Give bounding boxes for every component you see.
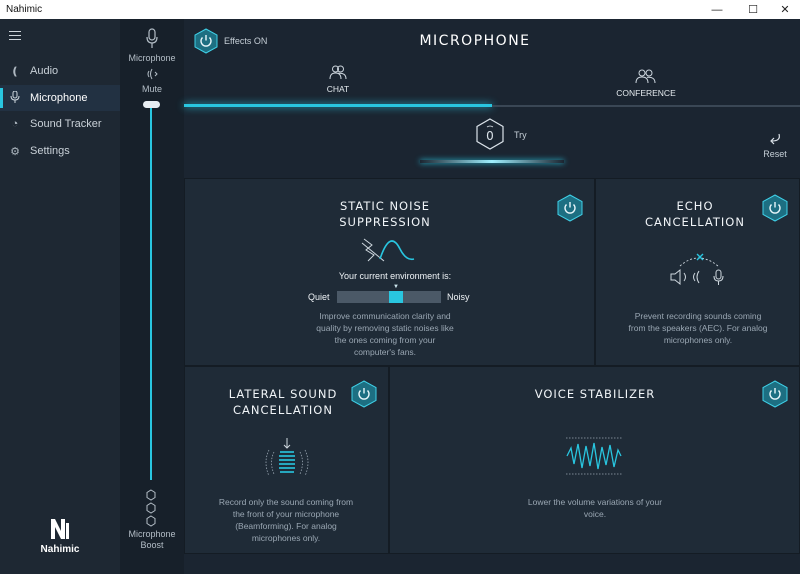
beamforming-icon xyxy=(265,438,309,477)
nahimic-logo-icon xyxy=(51,519,69,539)
environment-label: Your current environment is: xyxy=(338,271,452,281)
boost-level-icon[interactable] xyxy=(146,489,156,529)
noise-level-marker xyxy=(389,291,403,303)
tab-conference[interactable]: CONFERENCE xyxy=(492,62,800,106)
minimize-button[interactable]: — xyxy=(711,3,723,16)
echo-speaker-microphone-icon xyxy=(670,253,724,286)
description-line: voice. xyxy=(583,509,607,519)
panel-title-line: SUPPRESSION xyxy=(339,215,431,229)
echo-description: Prevent recording sounds coming from the… xyxy=(610,310,786,346)
users-icon xyxy=(184,64,492,82)
reset-icon xyxy=(760,132,790,149)
microphone-volume-column: Microphone Mute Microphone Boost xyxy=(120,19,184,574)
microphone-icon xyxy=(146,28,158,55)
try-icon-digit: 0 xyxy=(486,129,494,143)
title-bar: Nahimic — ☐ ✕ xyxy=(0,0,800,19)
sidebar-item-label: Audio xyxy=(30,65,59,77)
microphone-label: Microphone xyxy=(128,53,176,63)
gear-icon: ⚙ xyxy=(10,145,20,158)
reset-button[interactable]: Reset xyxy=(760,132,790,159)
voice-waveform-icon xyxy=(566,437,622,475)
description-line: the ones coming from your xyxy=(334,335,436,345)
panel-title-line: LATERAL SOUND xyxy=(228,387,338,401)
static-noise-suppression-panel xyxy=(184,178,595,366)
echo-title: ECHO CANCELLATION xyxy=(630,198,760,230)
try-glow-indicator xyxy=(420,160,564,163)
tab-divider xyxy=(492,105,800,107)
lateral-title: LATERAL SOUND CANCELLATION xyxy=(222,386,344,418)
description-line: (Beamforming). For analog xyxy=(235,521,337,531)
sidebar-item-microphone[interactable]: Microphone xyxy=(0,85,120,111)
users-icon xyxy=(492,68,800,86)
mute-label: Mute xyxy=(141,84,162,94)
sidebar-item-label: Microphone xyxy=(30,92,88,104)
sidebar: ❪ Audio Microphone ◔ Sound Tracker ⚙ Set… xyxy=(0,19,120,574)
description-line: Prevent recording sounds coming xyxy=(634,311,762,321)
tab-chat-active-indicator xyxy=(184,104,492,107)
try-label[interactable]: Try xyxy=(514,130,527,140)
sidebar-item-label: Sound Tracker xyxy=(30,118,102,130)
noise-wave-icon xyxy=(361,238,415,262)
description-line: microphones only. xyxy=(663,335,733,345)
sidebar-item-sound-tracker[interactable]: ◔ Sound Tracker xyxy=(0,111,120,137)
microphone-volume-slider[interactable] xyxy=(150,108,152,480)
static-noise-title: STATIC NOISE SUPPRESSION xyxy=(300,198,470,230)
description-line: Lower the volume variations of your xyxy=(527,497,663,507)
microphone-volume-slider-thumb[interactable] xyxy=(143,101,160,108)
panel-title-line: STATIC NOISE xyxy=(339,199,431,213)
description-line: Improve communication clarity and xyxy=(319,311,451,321)
sidebar-item-label: Settings xyxy=(30,145,70,157)
echo-power-icon[interactable] xyxy=(762,194,788,222)
try-microphone-icon[interactable]: 0 xyxy=(476,118,504,150)
description-line: the front of your microphone xyxy=(232,509,340,519)
sidebar-item-audio[interactable]: ❪ Audio xyxy=(0,58,120,84)
microphone-icon xyxy=(0,90,30,106)
sidebar-item-settings[interactable]: ⚙ Settings xyxy=(0,138,120,164)
hamburger-menu-icon[interactable] xyxy=(9,31,21,41)
description-line: from the speakers (AEC). For analog xyxy=(628,323,768,333)
effects-power-icon[interactable] xyxy=(194,28,218,54)
description-line: microphones only. xyxy=(251,533,321,543)
mute-icon[interactable] xyxy=(147,67,159,86)
reset-label: Reset xyxy=(763,149,787,159)
logo-text: Nahimic xyxy=(40,544,80,555)
window-title: Nahimic xyxy=(6,4,43,15)
tab-label: CHAT xyxy=(326,84,350,94)
effects-status-label: Effects ON xyxy=(224,36,268,46)
tab-label: CONFERENCE xyxy=(616,88,676,98)
tab-chat[interactable]: CHAT xyxy=(184,62,492,106)
nahimic-logo: Nahimic xyxy=(30,517,90,555)
static-noise-description: Improve communication clarity and qualit… xyxy=(290,310,480,358)
close-button[interactable]: ✕ xyxy=(780,4,790,16)
description-line: computer's fans. xyxy=(353,347,417,357)
description-line: Record only the sound coming from xyxy=(218,497,354,507)
panel-title-line: ECHO xyxy=(676,199,714,213)
panel-title-line: CANCELLATION xyxy=(645,215,745,229)
voice-stabilizer-title: VOICE STABILIZER xyxy=(534,387,656,401)
static-noise-power-icon[interactable] xyxy=(557,194,583,222)
audio-icon: ❪ xyxy=(10,65,20,78)
sound-tracker-icon: ◔ xyxy=(11,118,19,130)
microphone-boost-label: Microphone xyxy=(128,529,176,539)
lateral-description: Record only the sound coming from the fr… xyxy=(198,496,374,544)
microphone-boost-label-2: Boost xyxy=(140,540,164,550)
noise-level-caret-icon: ▼ xyxy=(393,284,399,290)
noisy-label: Noisy xyxy=(447,292,470,302)
maximize-button[interactable]: ☐ xyxy=(748,4,758,16)
panel-title-line: CANCELLATION xyxy=(233,403,333,417)
quiet-label: Quiet xyxy=(308,292,330,302)
description-line: quality by removing static noises like xyxy=(316,323,454,333)
noise-level-meter xyxy=(337,291,441,303)
voice-stabilizer-description: Lower the volume variations of your voic… xyxy=(505,496,685,520)
lateral-power-icon[interactable] xyxy=(351,380,377,408)
voice-stabilizer-power-icon[interactable] xyxy=(762,380,788,408)
page-title: MICROPHONE xyxy=(419,33,531,49)
